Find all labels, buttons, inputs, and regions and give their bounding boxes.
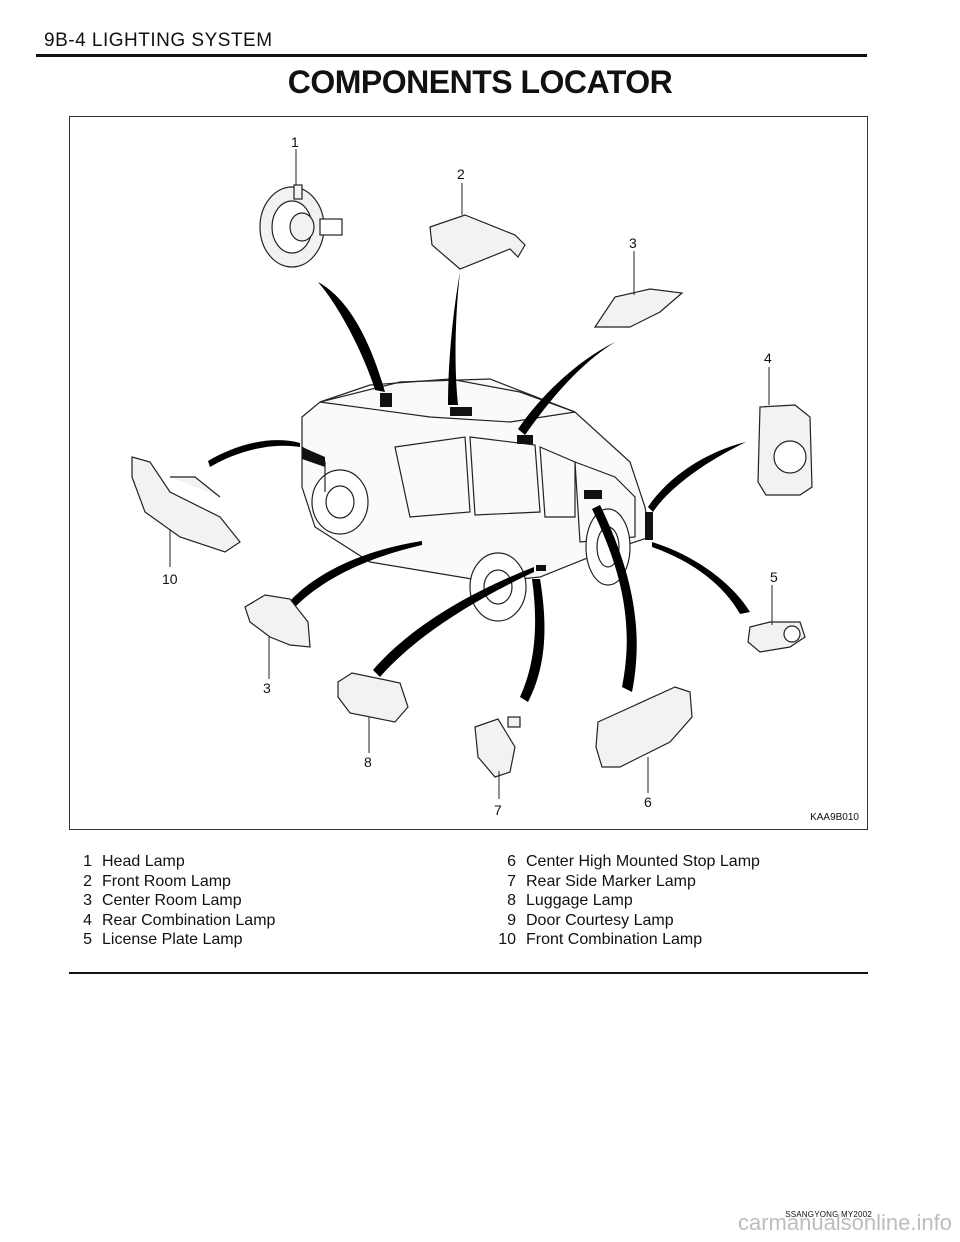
legend-left: 1 Head Lamp 2 Front Room Lamp 3 Center Room… xyxy=(66,852,275,950)
legend-number: 8 xyxy=(507,892,516,909)
legend-number: 5 xyxy=(83,931,92,948)
legend-item: 5 License Plate Lamp xyxy=(66,930,275,950)
lamp-positions xyxy=(302,393,653,571)
legend-label: License Plate Lamp xyxy=(102,931,243,948)
callout-7: 7 xyxy=(494,802,502,818)
legend-label: Rear Combination Lamp xyxy=(102,911,276,929)
legend-number: 7 xyxy=(507,872,516,890)
legend-label: Door Courtesy Lamp xyxy=(526,911,674,929)
page-header: 9B-4 LIGHTING SYSTEM xyxy=(44,30,273,51)
callout-3-lower: 3 xyxy=(263,680,271,696)
legend-item: 6 Center High Mounted Stop Lamp xyxy=(490,852,760,872)
legend-number: 9 xyxy=(507,911,516,929)
callout-8: 8 xyxy=(364,754,372,770)
legend-number: 10 xyxy=(498,931,516,948)
vehicle-illustration: 1 2 3 4 5 10 3 8 7 6 xyxy=(131,134,813,818)
callout-4: 4 xyxy=(764,350,772,366)
legend-label: Luggage Lamp xyxy=(526,892,633,909)
legend-label: Head Lamp xyxy=(102,853,185,870)
legend-label: Center High Mounted Stop Lamp xyxy=(526,853,760,870)
pointer-arrows xyxy=(208,272,750,702)
center-high-mounted-stop-lamp-drawing xyxy=(595,686,693,768)
luggage-lamp-drawing xyxy=(337,672,409,723)
legend-item: 8 Luggage Lamp xyxy=(490,891,760,911)
components-figure: 1 2 3 4 5 10 3 8 7 6 KAA9B010 xyxy=(69,116,868,830)
header-rule xyxy=(36,54,867,57)
legend-number: 2 xyxy=(83,872,92,890)
legend-item: 9 Door Courtesy Lamp xyxy=(490,911,760,931)
rear-combination-lamp-drawing xyxy=(757,404,813,496)
footer-rule xyxy=(69,972,868,974)
legend-number: 6 xyxy=(507,853,516,870)
legend-number: 1 xyxy=(83,853,92,870)
legend-number: 3 xyxy=(83,892,92,909)
legend-item: 3 Center Room Lamp xyxy=(66,891,275,911)
callout-2: 2 xyxy=(457,166,465,182)
callout-6: 6 xyxy=(644,794,652,810)
rear-side-marker-lamp-drawing xyxy=(474,716,521,778)
legend-label: Front Room Lamp xyxy=(102,872,231,890)
callout-1: 1 xyxy=(291,134,299,150)
watermark: carmanualsonline.info xyxy=(737,1210,952,1235)
front-room-lamp-drawing xyxy=(429,214,526,270)
license-plate-lamp-drawing xyxy=(747,621,806,653)
legend-label: Rear Side Marker Lamp xyxy=(526,872,696,890)
figure-code: KAA9B010 xyxy=(810,812,859,823)
callout-10: 10 xyxy=(162,571,178,587)
vehicle-drawing xyxy=(301,378,651,622)
component-drawings xyxy=(131,184,813,778)
page-title: COMPONENTS LOCATOR xyxy=(287,64,673,100)
leader-lines xyxy=(169,149,773,799)
footer-model: SSANGYONG MY2002 xyxy=(785,1210,872,1219)
head-lamp-drawing xyxy=(259,184,343,268)
legend-label: Center Room Lamp xyxy=(102,892,242,909)
center-room-lamp-drawing xyxy=(593,288,684,328)
callout-3: 3 xyxy=(629,235,637,251)
legend-item: 7 Rear Side Marker Lamp xyxy=(490,872,760,892)
callout-5: 5 xyxy=(770,569,778,585)
legend-item: 1 Head Lamp xyxy=(66,852,275,872)
callout-labels: 1 2 3 4 5 10 3 8 7 6 xyxy=(162,134,778,818)
legend-number: 4 xyxy=(83,911,92,929)
front-combination-lamp-drawing xyxy=(131,456,241,553)
legend-label: Front Combination Lamp xyxy=(526,931,703,948)
legend-item: 10 Front Combination Lamp xyxy=(490,930,760,950)
legend-item: 2 Front Room Lamp xyxy=(66,872,275,892)
legend-item: 4 Rear Combination Lamp xyxy=(66,911,275,931)
center-room-lamp-lower-drawing xyxy=(244,594,311,648)
legend-right: 6 Center High Mounted Stop Lamp 7 Rear Sid… xyxy=(490,852,760,950)
